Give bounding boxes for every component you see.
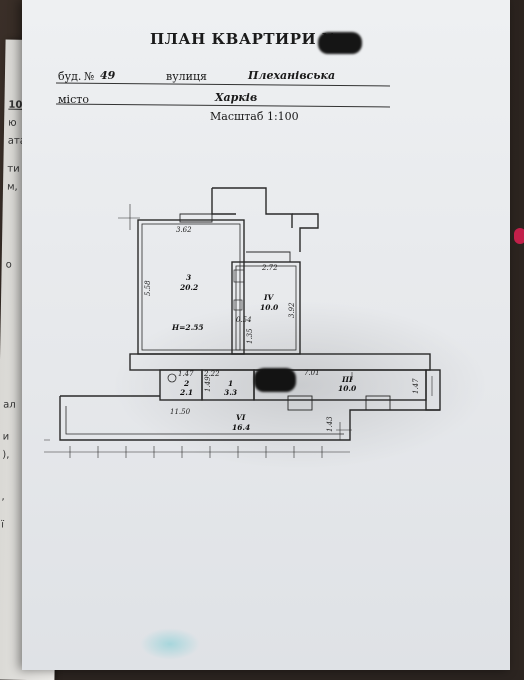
plan-window [287,395,313,411]
room-3-width: 3.62 [176,226,192,234]
plan-window [365,395,391,411]
plan-wall [65,406,344,435]
dimension-line [44,439,350,453]
dim-135: 1.35 [246,328,254,344]
dim-143: 1.43 [326,416,334,432]
dimension-line [118,204,140,230]
side-stair-outline [425,369,441,411]
room-3b-area: 10.0 [338,384,357,393]
scale-label: Масштаб 1:100 [210,110,299,123]
room-4-inner [235,265,297,351]
plan-wall [292,213,319,252]
street-label: вулиця [166,70,207,83]
room-1-area: 3.3 [224,388,237,397]
dim-1150: 11.50 [170,408,191,416]
dim-147a: 1.47 [178,370,194,378]
floor-plan-sheet [22,0,510,670]
plan-wall [211,188,236,215]
room-1-number: 1 [228,379,233,388]
toilet-fixture [167,373,177,383]
room-3-area: 20.2 [179,283,198,292]
room-2-number: 2 [183,379,189,388]
room-6-number: VI [236,413,246,422]
document-title: ПЛАН КВАРТИРИ № [150,30,339,48]
room-3b-number: III [341,375,353,384]
dim-149: 1.49 [204,376,212,392]
plan-wall [59,395,440,441]
dimension-line [336,422,352,440]
plan-window [179,213,213,223]
house-number: 49 [100,69,116,82]
dim-701: 7.01 [304,369,320,377]
city-label: місто [58,93,89,106]
house-number-sign: № [84,70,95,83]
room-2-area: 2.1 [179,388,193,397]
stove-fixture [233,269,245,283]
dim-222: 2.22 [203,370,220,378]
room-6-area: 16.4 [232,423,250,432]
room-4-side: 3.92 [288,302,296,318]
street-value: Плеханівська [248,69,336,82]
red-object-edge [514,228,524,244]
sink-fixture [233,299,243,311]
room-3-inner [141,223,241,351]
house-label: буд. [58,70,82,83]
ceiling-height: H=2.55 [171,323,204,332]
room-3-number: 3 [186,273,191,282]
plan-wall [246,251,291,262]
dim-054: 0.54 [236,316,252,324]
plan-wall [212,187,293,228]
room-4-width: 2.72 [261,264,278,272]
room-4-area: 10.0 [260,303,279,312]
paper-stain [140,628,200,660]
redacted-area-mark [254,368,296,392]
redacted-apartment-number [318,32,362,54]
dimension-ticks [69,446,323,458]
dim-147b: 1.47 [412,378,420,394]
room-3-height: 5.58 [144,280,152,296]
city-value: Харків [215,91,258,104]
room-4-number: IV [263,293,275,302]
